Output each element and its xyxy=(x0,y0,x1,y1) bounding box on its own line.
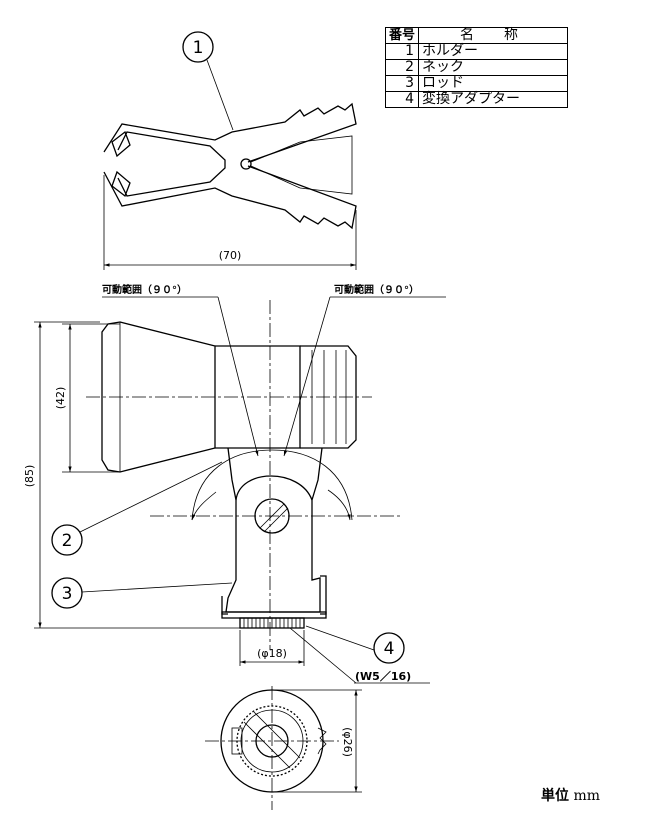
part-name: ホルダー xyxy=(418,43,568,60)
parts-table: 番号 名 称 1 ホルダー 2 ネック 3 ロッド 4 変換アダプター xyxy=(385,27,568,108)
callout-4-circle xyxy=(373,632,405,664)
callout-4: 4 xyxy=(384,639,395,659)
part-name: ネック xyxy=(418,59,568,76)
table-row: 4 変換アダプター xyxy=(385,91,568,108)
dim-holder-height: (42) xyxy=(54,387,67,410)
dim-base-diameter: (φ18) xyxy=(257,647,287,660)
unit-text: 単位 xyxy=(541,788,569,804)
callout-1: 1 xyxy=(193,38,204,58)
range-label-left: 可動範囲（９０°） xyxy=(102,283,187,296)
dim-total-height: (85) xyxy=(23,465,36,488)
callout-2: 2 xyxy=(62,531,73,551)
callout-2-circle xyxy=(51,524,83,556)
callout-1-circle xyxy=(182,31,214,63)
dim-thread: (W5／16) xyxy=(355,670,411,683)
part-number: 2 xyxy=(385,59,419,76)
callout-3: 3 xyxy=(62,584,73,604)
part-number: 3 xyxy=(385,75,419,92)
table-row: 3 ロッド xyxy=(385,75,568,92)
pivot-circle xyxy=(240,158,252,170)
holder-front-view xyxy=(86,300,402,650)
header-name: 名 称 xyxy=(418,27,568,44)
callout-3-circle xyxy=(51,577,83,609)
header-number: 番号 xyxy=(385,27,419,44)
dim-holder-width: (70) xyxy=(219,249,242,262)
table-row: 2 ネック xyxy=(385,59,568,76)
holder-top-view xyxy=(103,102,357,270)
parts-table-header: 番号 名 称 xyxy=(385,27,568,44)
part-number: 4 xyxy=(385,91,419,108)
unit-value: mm xyxy=(573,788,601,804)
part-name: ロッド xyxy=(418,75,568,92)
part-number: 1 xyxy=(385,43,419,60)
part-name: 変換アダプター xyxy=(418,91,568,108)
unit-label: 単位 mm xyxy=(541,785,600,805)
dim-bottom-diameter: (φ26) xyxy=(341,727,354,757)
bottom-view xyxy=(205,686,339,810)
range-label-right: 可動範囲（９０°） xyxy=(334,283,419,296)
table-row: 1 ホルダー xyxy=(385,43,568,60)
